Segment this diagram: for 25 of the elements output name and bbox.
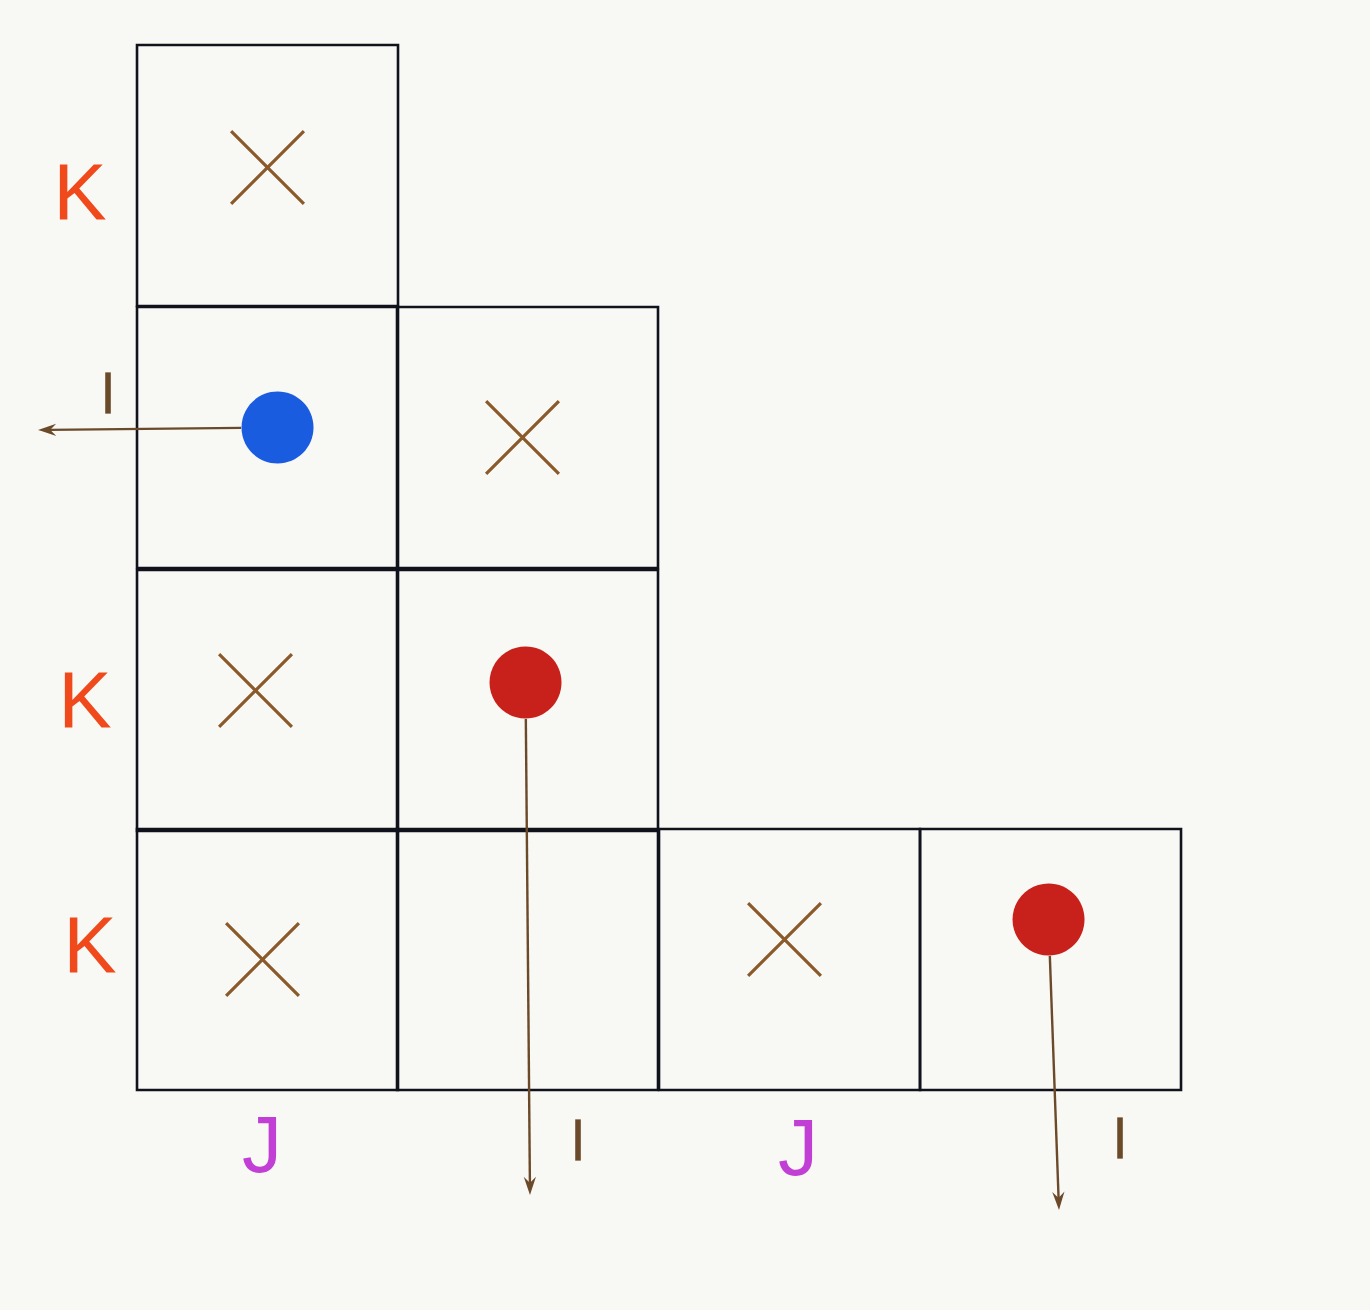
axis-letter: K (69, 917, 116, 973)
cross-mark (217, 652, 294, 729)
grid-cell (395, 305, 660, 570)
grid-cell (135, 568, 400, 833)
dot (241, 391, 314, 464)
edge-label: I (1117, 1117, 1123, 1159)
edge-label: I (105, 372, 111, 414)
grid-cell (135, 305, 400, 570)
cross-mark (746, 901, 823, 978)
grid-cell (135, 43, 400, 308)
grid-cell (135, 827, 400, 1092)
cross-mark (484, 399, 561, 476)
axis-letter: K (59, 164, 106, 220)
dot (1012, 883, 1085, 956)
axis-letter: J (243, 1117, 277, 1173)
grid-cell (395, 568, 660, 833)
cross-mark (229, 129, 306, 206)
cross-mark (224, 921, 301, 998)
grid-cell (395, 827, 660, 1092)
axis-letter: J (779, 1120, 813, 1176)
grid-cell (918, 827, 1183, 1092)
dot (489, 646, 562, 719)
edge-label: I (575, 1119, 581, 1161)
grid-cell (657, 827, 922, 1092)
axis-letter: K (64, 672, 111, 728)
